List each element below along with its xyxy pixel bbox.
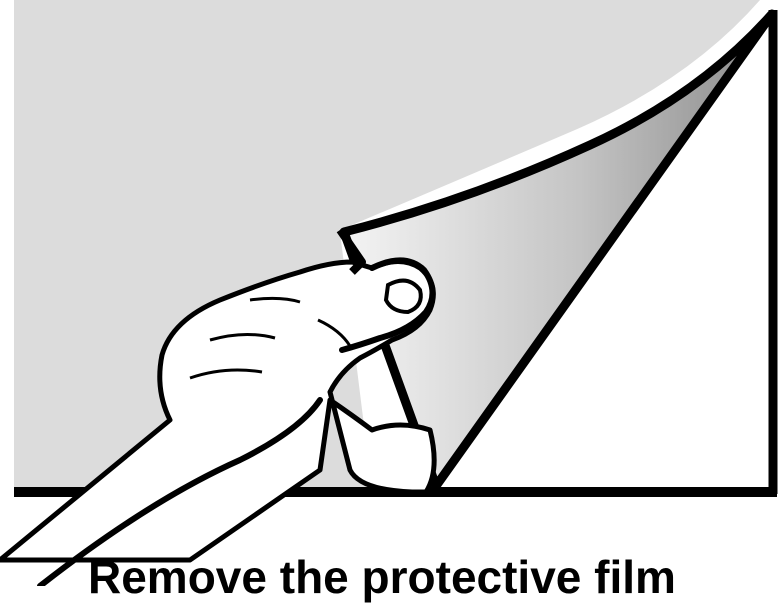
caption-text: Remove the protective film bbox=[88, 554, 676, 600]
thumbnail bbox=[386, 281, 421, 312]
peel-film-illustration bbox=[0, 0, 781, 586]
